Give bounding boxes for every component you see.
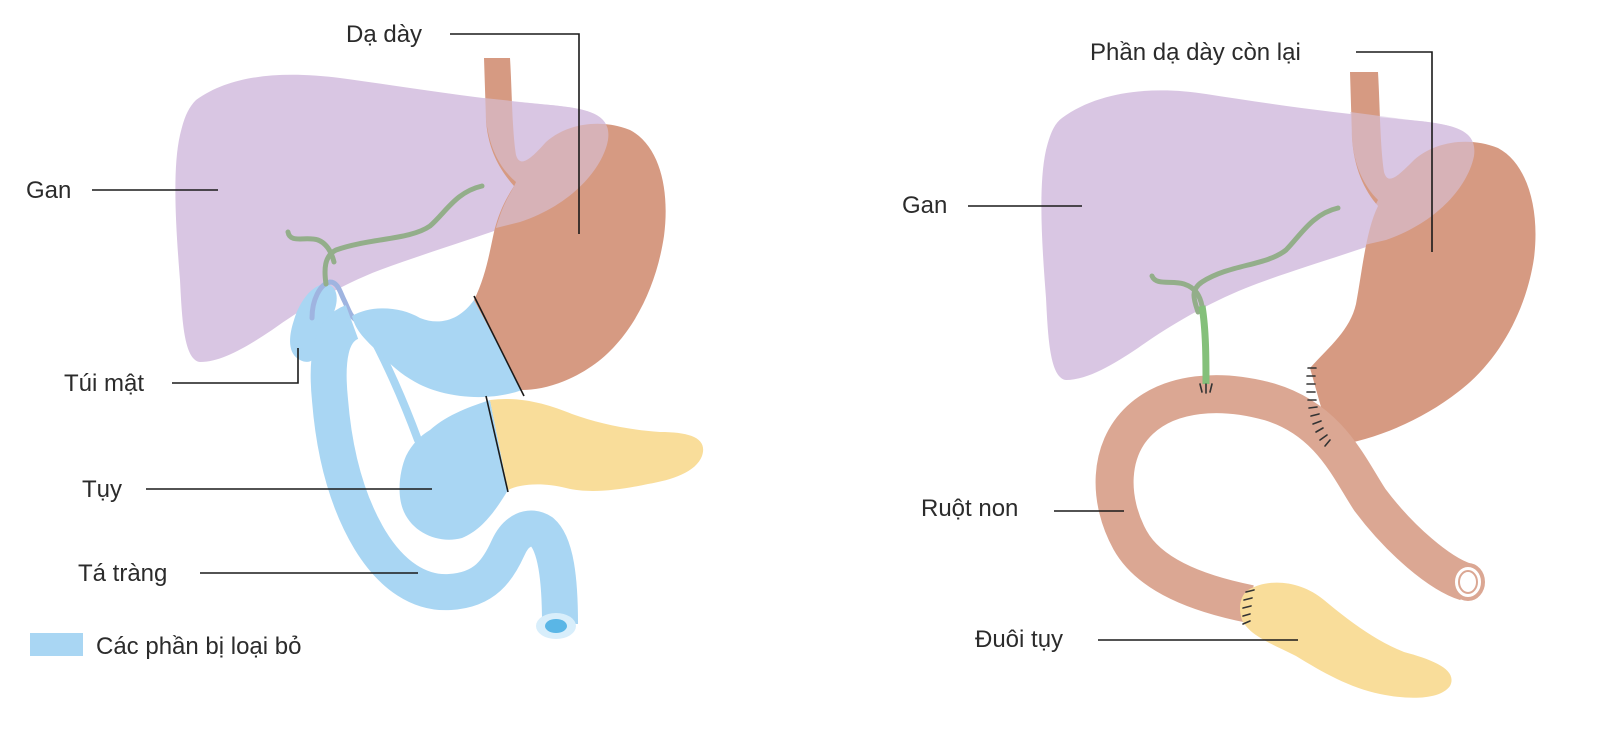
liver-label-right: Gan (902, 192, 947, 219)
stomach-shape (474, 58, 666, 390)
pancreas-label: Tụy (82, 476, 122, 503)
remaining-stomach-leader (1356, 51, 1433, 252)
liver-label: Gan (26, 177, 71, 204)
hepatic-duct-right (285, 229, 337, 265)
duodenum-label: Tá tràng (78, 560, 167, 587)
liver-overlap-right (1350, 112, 1475, 246)
liver-overlap (484, 98, 609, 228)
right-diagram: Phần dạ dày còn lại Gan Ruột non Đuôi tụ… (902, 39, 1536, 698)
gallbladder-shape (290, 284, 337, 362)
duodenum-shape (310, 305, 578, 625)
stomach-anastomosis-sutures (1306, 367, 1331, 447)
pancreas-tail-shape (1240, 582, 1452, 698)
intestine-end-rim (1451, 563, 1485, 601)
stomach-leader (450, 33, 580, 234)
small-intestine-label: Ruột non (921, 495, 1018, 522)
hepatic-duct-branch (1149, 273, 1205, 309)
gallbladder-leader (172, 348, 299, 384)
removed-parts (290, 279, 578, 639)
small-intestine-shape (1095, 375, 1473, 623)
hepatic-duct-left (322, 183, 485, 287)
duodenum-end-lumen (545, 619, 567, 633)
bile-duct-anastomosis-sutures (1199, 383, 1213, 394)
intestine-end-inner (1458, 570, 1478, 594)
pancreas-anastomosis-sutures (1242, 589, 1255, 625)
cystic-duct (309, 279, 359, 323)
left-diagram: Dạ dày Gan Túi mật Tụy Tá tràng Các phần… (26, 21, 704, 660)
pancreas-resection-line (485, 395, 509, 493)
distal-stomach-shape (352, 300, 522, 398)
common-bile-duct (1198, 305, 1210, 385)
legend-text: Các phần bị loại bỏ (96, 633, 301, 660)
pancreas-body-shape (490, 398, 704, 491)
legend-swatch (30, 633, 83, 656)
stomach-label: Dạ dày (346, 21, 422, 48)
pancreas-head-shape (399, 400, 508, 540)
pancreas-tail-label: Đuôi tụy (975, 626, 1063, 653)
stomach-resection-line (473, 295, 525, 397)
hepatic-duct-right-diagram (1191, 205, 1341, 315)
remaining-stomach-label: Phần dạ dày còn lại (1090, 39, 1301, 66)
gallbladder-label: Túi mật (64, 370, 144, 397)
